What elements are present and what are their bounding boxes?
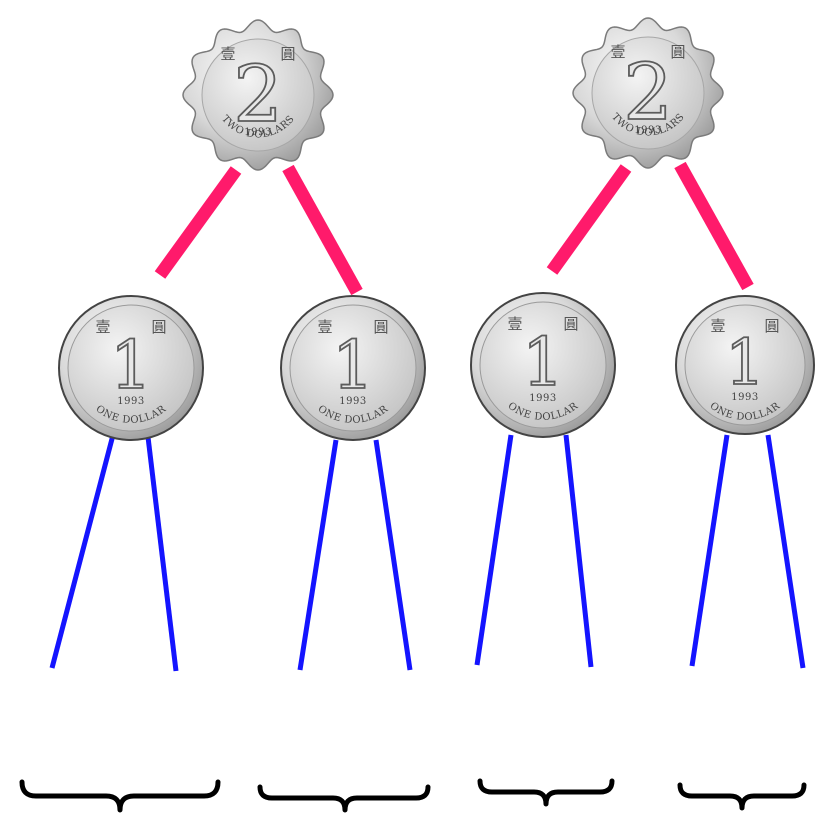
curly-brace-icon [477, 778, 615, 807]
bottom-connector-line [297, 439, 339, 671]
coin-year: 1993 [731, 392, 758, 403]
coin-character: 壹 [507, 315, 522, 333]
two-dollar-coin-icon: 壹 圓 2 1993 TWO DOLLARS [182, 19, 334, 171]
brace-row [19, 778, 807, 813]
coin-character: 圓 [373, 318, 388, 336]
coin-character: 壹 [95, 318, 110, 336]
coin-denomination: 1 [332, 327, 374, 404]
coin-year: 1993 [244, 127, 271, 138]
coin-denomination: 2 [233, 50, 283, 140]
top-connector-line [674, 161, 754, 291]
top-connector-line [154, 166, 242, 279]
curly-brace-icon [257, 784, 431, 813]
coin-face [201, 38, 315, 152]
coin-year: 1993 [117, 396, 144, 407]
coin-year: 1993 [634, 125, 661, 136]
coin-character: 壹 [220, 45, 235, 63]
top-connector-line [546, 164, 632, 275]
coin-character: 壹 [710, 317, 725, 335]
coin-denomination: 1 [522, 324, 564, 401]
bottom-connectors [49, 434, 806, 672]
coin-year: 1993 [339, 396, 366, 407]
coin-face [67, 304, 195, 432]
bottom-connector-line [765, 434, 806, 669]
coin-character: 壹 [610, 43, 625, 61]
coin-character: 圓 [764, 317, 779, 335]
coin-face [479, 301, 607, 429]
coin-denomination: 1 [110, 327, 152, 404]
middle-coin-row: 壹 圓 1 1993 ONE DOLLAR 壹 圓 1 1993 ONE DOL… [58, 292, 815, 441]
coin-denomination: 2 [623, 48, 673, 138]
coin-face [684, 304, 806, 426]
coin-denomination: 1 [725, 326, 765, 399]
one-dollar-coin-icon: 壹 圓 1 1993 ONE DOLLAR [470, 292, 616, 438]
curly-brace-icon [677, 782, 807, 811]
coin-character: 圓 [563, 315, 578, 333]
bottom-connector-line [563, 434, 594, 668]
bottom-connector-line [145, 436, 179, 672]
coin-character: 圓 [280, 45, 295, 63]
two-dollar-coin-icon: 壹 圓 2 1993 TWO DOLLARS [572, 17, 724, 169]
top-connector-line [282, 164, 363, 296]
coin-year: 1993 [529, 393, 556, 404]
one-dollar-coin-icon: 壹 圓 1 1993 ONE DOLLAR [280, 295, 426, 441]
one-dollar-coin-icon: 壹 圓 1 1993 ONE DOLLAR [675, 295, 815, 435]
coin-character: 圓 [151, 318, 166, 336]
top-connectors [154, 161, 754, 296]
coin-character: 壹 [317, 318, 332, 336]
top-coin-row: 壹 圓 2 1993 TWO DOLLARS 壹 圓 2 1993 TWO DO… [182, 17, 724, 171]
bottom-connector-line [373, 439, 413, 671]
bottom-connector-line [49, 434, 116, 669]
coin-face [591, 36, 705, 150]
bottom-connector-line [689, 434, 730, 667]
one-dollar-coin-icon: 壹 圓 1 1993 ONE DOLLAR [58, 295, 204, 441]
coin-face [289, 304, 417, 432]
coin-character: 圓 [670, 43, 685, 61]
curly-brace-icon [19, 779, 221, 813]
bottom-connector-line [474, 434, 514, 666]
